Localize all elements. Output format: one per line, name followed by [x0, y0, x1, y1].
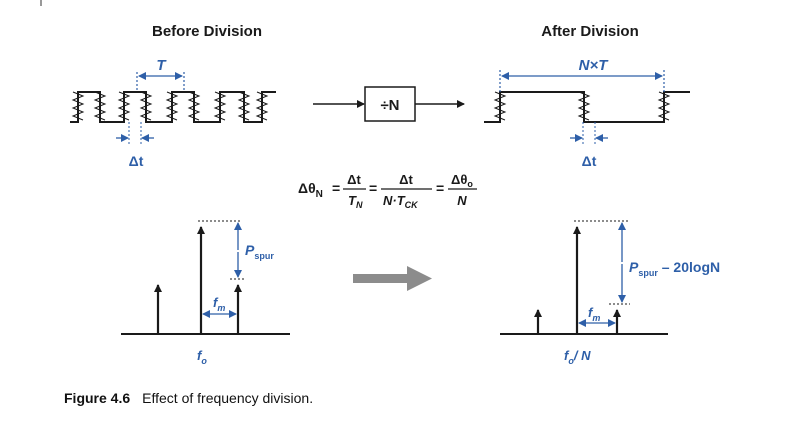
period-label: T — [156, 57, 167, 74]
carrier-label-left: fo — [197, 348, 207, 366]
output-clock-waveform — [484, 91, 690, 123]
eq-f3-num: Δθo — [451, 172, 473, 189]
spectrum-right: Pspur – 20logN fm fo/ N — [500, 220, 720, 366]
pspur-label-left: Pspur — [245, 242, 274, 261]
eq-f1-num: Δt — [347, 172, 361, 187]
figure-number: Figure 4.6 — [64, 390, 131, 406]
divider-label: ÷N — [380, 97, 399, 114]
figure-caption-text: Effect of frequency division. — [142, 390, 314, 406]
heading-after: After Division — [541, 23, 639, 40]
eq-f2-den: N·TCK — [383, 193, 419, 210]
fm-label-left: fm — [213, 295, 225, 313]
eq-f1-den: TN — [348, 193, 363, 210]
eq-f3-den: N — [457, 193, 467, 208]
eq-f2-num: Δt — [399, 172, 413, 187]
figure-caption: Figure 4.6 Effect of frequency division. — [64, 390, 313, 406]
output-clock-jitter-edges — [493, 91, 671, 121]
eq-equals-3: = — [436, 180, 444, 196]
transform-arrow — [353, 266, 432, 291]
divider-box — [364, 86, 416, 122]
phase-jitter-equation: ΔθN = Δt TN = Δt N·TCK = Δθo N — [298, 172, 477, 210]
input-clock-waveform — [70, 91, 276, 123]
jitter-label-right: Δt — [582, 153, 597, 169]
carrier-label-right: fo/ N — [564, 348, 591, 366]
input-clock-jitter-edges — [71, 91, 269, 121]
heading-before: Before Division — [152, 23, 262, 40]
pspur-label-right: Pspur – 20logN — [629, 259, 720, 278]
spectrum-left: Pspur fm fo — [121, 220, 290, 366]
eq-equals-1: = — [332, 180, 340, 196]
fm-label-right: fm — [588, 305, 600, 323]
nt-label: N×T — [579, 57, 610, 74]
jitter-label-left: Δt — [129, 153, 144, 169]
eq-equals-2: = — [369, 180, 377, 196]
eq-lhs: ΔθN — [298, 180, 323, 200]
